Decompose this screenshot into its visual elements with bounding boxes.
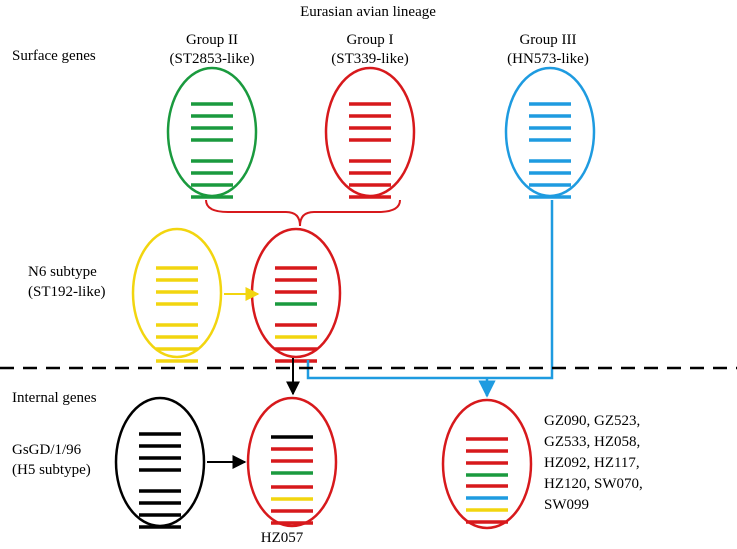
strain-list-line: GZ090, GZ523, xyxy=(544,413,640,429)
surface-genes-label: Surface genes xyxy=(12,48,96,64)
internal-genes-label: Internal genes xyxy=(12,390,97,406)
group3-ellipse xyxy=(504,66,596,198)
hz057-segments xyxy=(271,435,313,525)
group2-ellipse xyxy=(166,66,258,198)
strain-list-line: HZ120, SW070, xyxy=(544,476,643,492)
group3-connector xyxy=(306,200,554,380)
group1-name: Group I xyxy=(346,32,393,48)
final-reassortant-ellipse xyxy=(441,398,533,530)
strain-list: GZ090, GZ523, GZ533, HZ058, HZ092, HZ117… xyxy=(544,413,643,513)
group1-sub: (ST339-like) xyxy=(331,51,408,67)
strain-list-line: HZ092, HZ117, xyxy=(544,455,640,471)
diagram-title: Eurasian avian lineage xyxy=(300,4,436,20)
strain-list-line: SW099 xyxy=(544,497,589,513)
gsgd-segments xyxy=(139,432,181,529)
n6-ellipse xyxy=(131,227,223,359)
n6-label-line2: (ST192-like) xyxy=(28,284,105,300)
gsgd-label-line1: GsGD/1/96 xyxy=(12,442,82,458)
strain-list-line: GZ533, HZ058, xyxy=(544,434,640,450)
hz057-label: HZ057 xyxy=(261,530,304,546)
hz057-ellipse xyxy=(246,396,338,528)
group3-name: Group III xyxy=(519,32,576,48)
gsgd-ellipse xyxy=(114,396,206,528)
group2-segments xyxy=(191,102,233,199)
group1-segments xyxy=(349,102,391,199)
group2-name: Group II xyxy=(186,32,238,48)
group3-sub: (HN573-like) xyxy=(507,51,589,67)
final-segments xyxy=(466,437,508,524)
gsgd-label-line2: (H5 subtype) xyxy=(12,462,91,478)
group3-segments xyxy=(529,102,571,199)
group2-sub: (ST2853-like) xyxy=(170,51,255,67)
reassortant-segments xyxy=(275,266,317,363)
n6-label-line1: N6 subtype xyxy=(28,264,97,280)
n6-segments xyxy=(156,266,198,363)
group-merge-brace xyxy=(205,199,401,227)
group1-ellipse xyxy=(324,66,416,198)
